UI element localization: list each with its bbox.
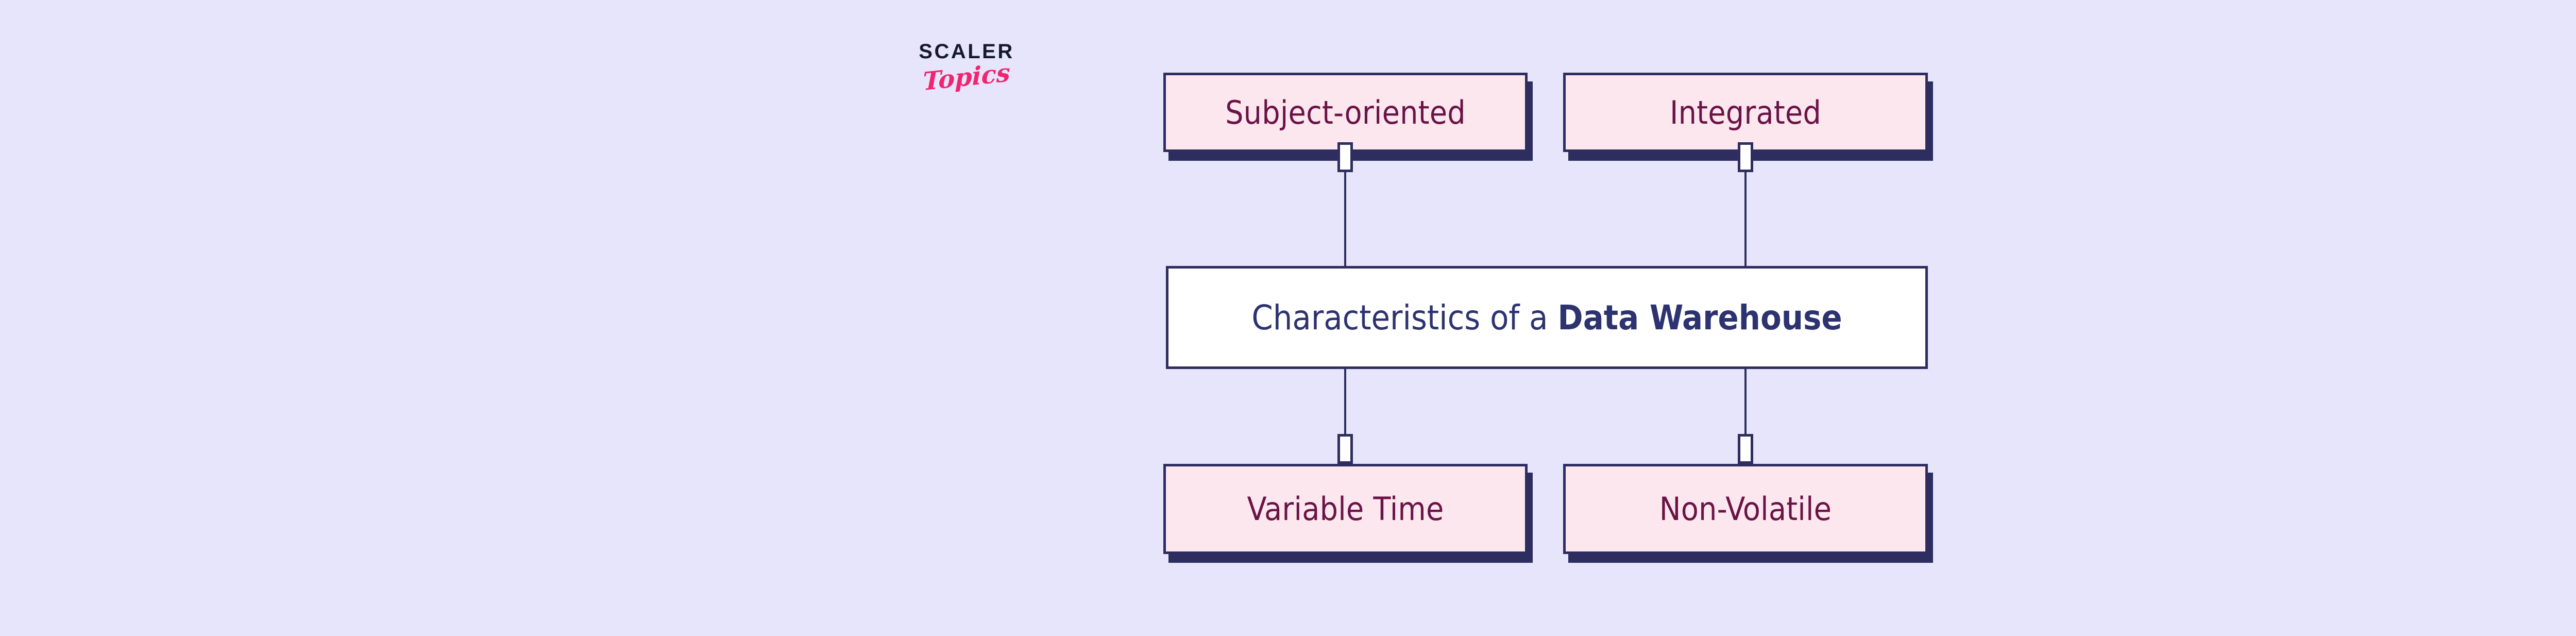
node-center-characteristics: Characteristics of a Data Warehouse bbox=[1166, 266, 1928, 369]
brand-name: SCALER bbox=[919, 40, 1014, 63]
connector-nub-integrated bbox=[1738, 142, 1753, 172]
node-subject-oriented: Subject-oriented bbox=[1163, 73, 1528, 152]
connector-nub-variable-time bbox=[1337, 434, 1353, 464]
connector-nub-subject-oriented bbox=[1337, 142, 1353, 172]
node-variable-time: Variable Time bbox=[1163, 464, 1528, 554]
center-node-label: Characteristics of a Data Warehouse bbox=[1251, 298, 1842, 338]
connector-line-subject-to-center bbox=[1344, 152, 1346, 266]
node-label: Non-Volatile bbox=[1659, 490, 1832, 528]
node-integrated: Integrated bbox=[1563, 73, 1928, 152]
center-label-regular: Characteristics of a bbox=[1251, 297, 1558, 338]
connector-line-center-to-non-volatile bbox=[1744, 369, 1747, 464]
node-label: Subject-oriented bbox=[1225, 93, 1466, 131]
scaler-topics-logo: SCALER Topics bbox=[879, 41, 1054, 119]
center-label-bold: Data Warehouse bbox=[1557, 297, 1842, 338]
node-label: Variable Time bbox=[1247, 490, 1444, 528]
node-non-volatile: Non-Volatile bbox=[1563, 464, 1928, 554]
connector-nub-non-volatile bbox=[1738, 434, 1753, 464]
connector-line-integrated-to-center bbox=[1744, 152, 1747, 266]
connector-line-center-to-variable-time bbox=[1344, 369, 1346, 464]
node-label: Integrated bbox=[1669, 93, 1822, 131]
